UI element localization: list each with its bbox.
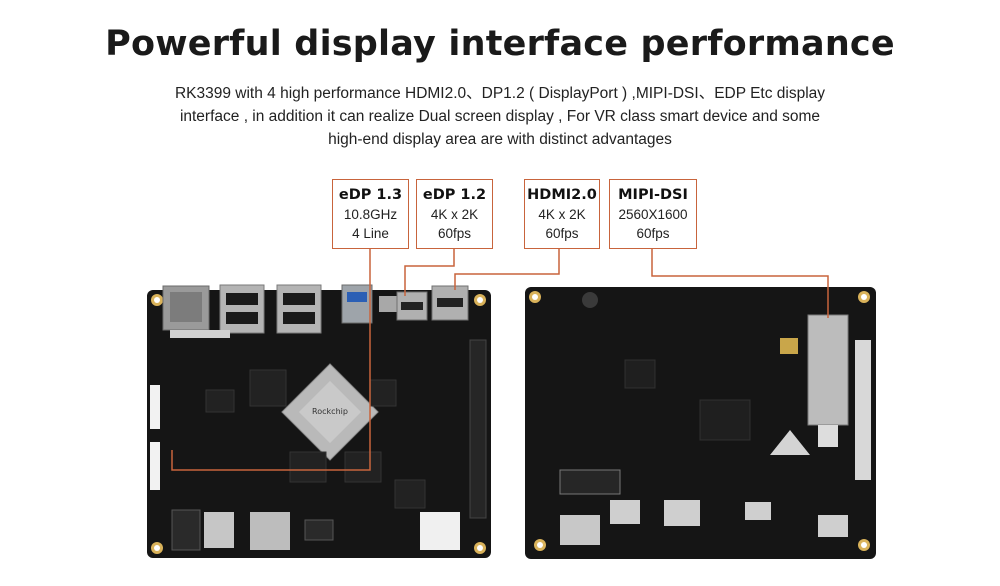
callout-mipi-dsi: MIPI-DSI 2560X1600 60fps — [609, 179, 697, 249]
callout-hdmi20: HDMI2.0 4K x 2K 60fps — [524, 179, 600, 249]
description-line-2: interface , in addition it can realize D… — [179, 108, 821, 125]
page-title: Powerful display interface performance — [105, 24, 895, 64]
board-front: Rockchip — [147, 284, 491, 558]
callout-leader-lines — [171, 249, 829, 471]
callout-hdmi20-line1: 4K x 2K — [538, 207, 586, 222]
callout-mipi-dsi-line2: 60fps — [636, 226, 670, 241]
callout-hdmi20-line2: 60fps — [545, 226, 579, 241]
callout-edp13-name: eDP 1.3 — [338, 187, 403, 203]
svg-text:Rockchip: Rockchip — [312, 407, 348, 416]
callout-hdmi20-name: HDMI2.0 — [527, 187, 597, 203]
description-line-3: high-end display area are with distinct … — [328, 131, 672, 148]
callout-edp12-name: eDP 1.2 — [422, 187, 487, 203]
callout-edp12: eDP 1.2 4K x 2K 60fps — [416, 179, 493, 249]
callout-edp13-line1: 10.8GHz — [343, 207, 398, 222]
callout-edp13: eDP 1.3 10.8GHz 4 Line — [332, 179, 409, 249]
callout-edp13-line2: 4 Line — [352, 226, 389, 241]
description-line-1: RK3399 with 4 high performance HDMI2.0、D… — [174, 85, 826, 102]
description: RK3399 with 4 high performance HDMI2.0、D… — [130, 82, 870, 151]
callout-mipi-dsi-name: MIPI-DSI — [618, 187, 688, 203]
callout-mipi-dsi-line1: 2560X1600 — [618, 207, 688, 222]
board-back — [525, 287, 876, 559]
callout-edp12-line1: 4K x 2K — [430, 207, 479, 222]
callout-edp12-line2: 60fps — [437, 226, 472, 241]
